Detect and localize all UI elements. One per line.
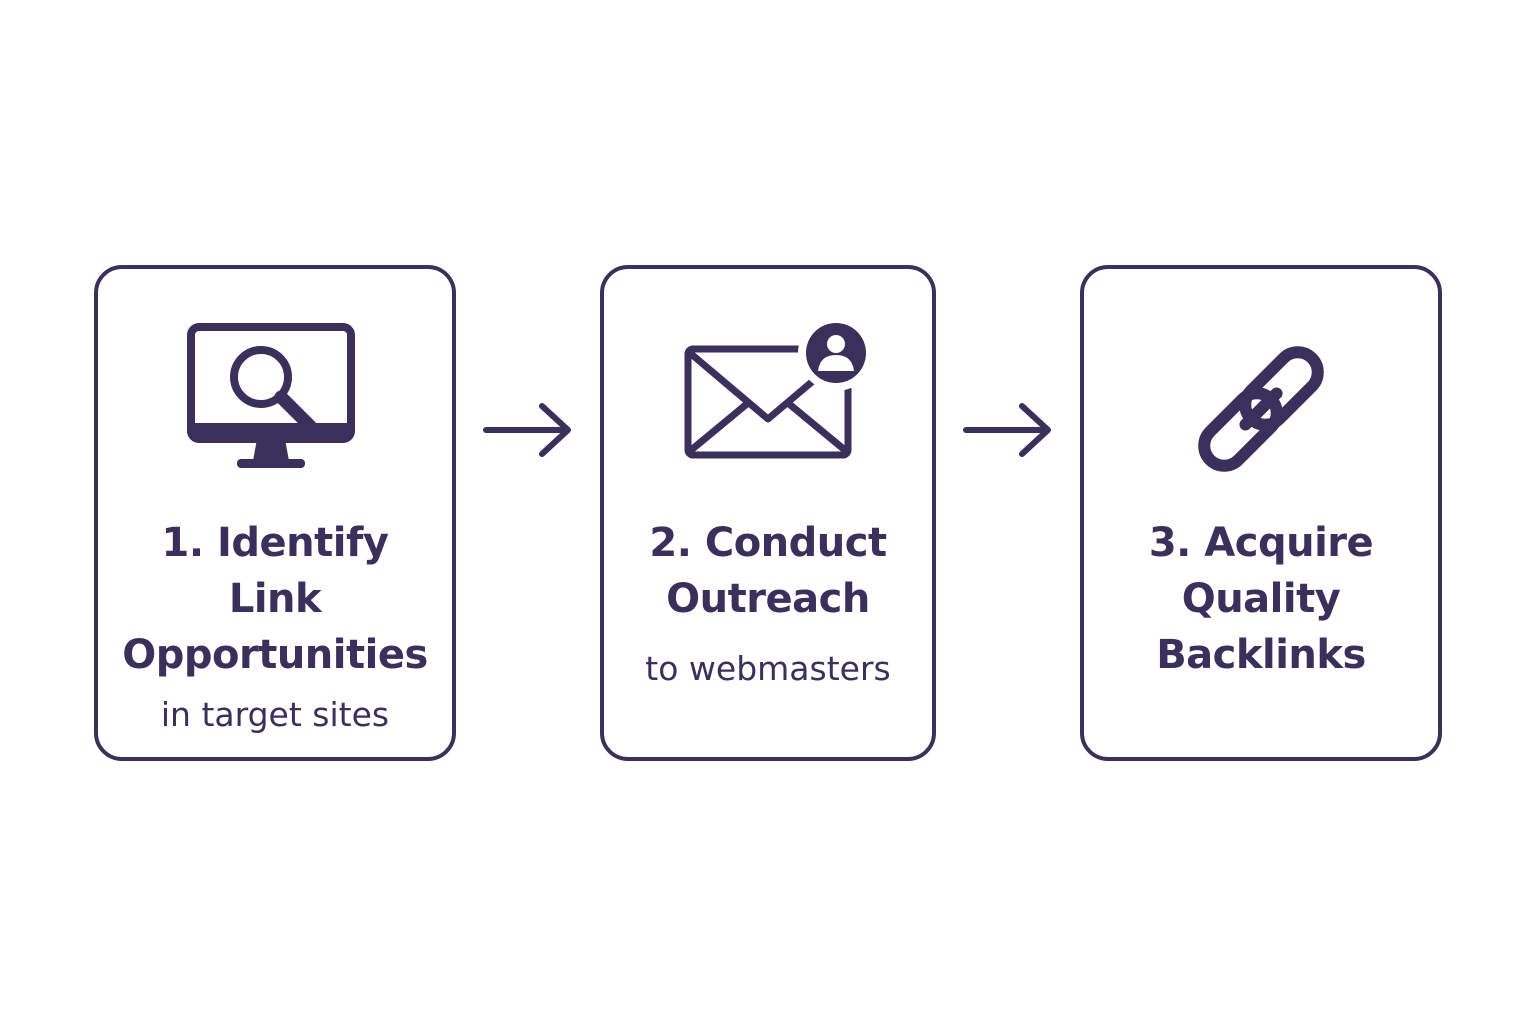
- step-subtitle: to webmasters: [645, 649, 891, 688]
- step-title-line: Opportunities: [122, 632, 428, 678]
- step-title-line: Outreach: [666, 576, 870, 622]
- step-card-outreach: 2. Conduct Outreach to webmasters: [600, 265, 936, 761]
- step-title-line: 2. Conduct: [649, 520, 887, 566]
- step-subtitle: in target sites: [160, 695, 390, 734]
- arrow-right-icon: [483, 403, 571, 457]
- arrow-right-icon: [963, 403, 1051, 457]
- step-card-acquire: 3. Acquire Quality Backlinks: [1080, 265, 1442, 761]
- monitor-search-icon: [187, 323, 355, 468]
- envelope-user-icon: [684, 317, 868, 459]
- chain-link-icon: [1198, 346, 1324, 472]
- step-title-line: Link: [228, 576, 322, 622]
- step-title: 1. Identify Link Opportunities: [98, 515, 452, 683]
- step-title: 3. Acquire Quality Backlinks: [1084, 515, 1438, 683]
- step-title-line: Quality: [1181, 576, 1341, 622]
- step-card-identify: 1. Identify Link Opportunities in target…: [94, 265, 456, 761]
- step-title-line: 1. Identify: [161, 520, 389, 566]
- step-title: 2. Conduct Outreach: [604, 515, 932, 627]
- step-title-line: 3. Acquire: [1148, 520, 1374, 566]
- step-title-line: Backlinks: [1156, 632, 1366, 678]
